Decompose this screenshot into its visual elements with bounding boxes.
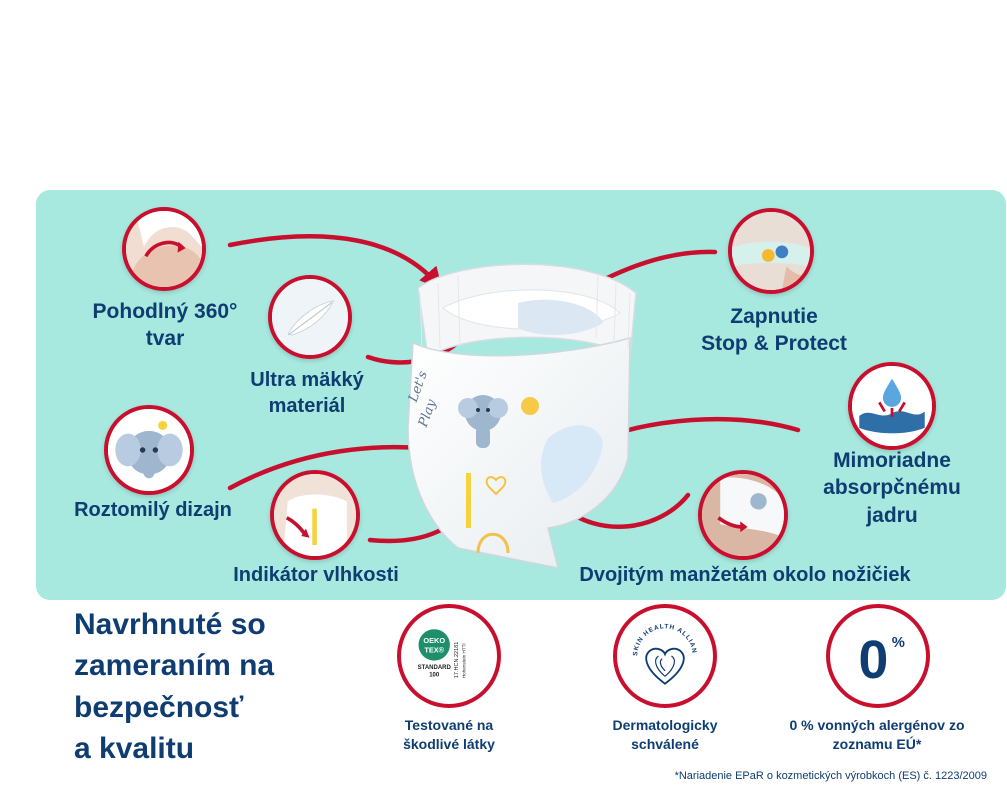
heart-fingerprint-icon bbox=[645, 647, 685, 685]
fragrance-free-badge: 0 % bbox=[826, 604, 930, 708]
skin-health-badge: SKIN HEALTH ALLIANCE bbox=[613, 603, 717, 708]
feature-wetness-label: Indikátor vlhkosti bbox=[233, 564, 399, 586]
design-image bbox=[104, 405, 194, 495]
svg-text:100: 100 bbox=[429, 672, 440, 678]
svg-text:TEX®: TEX® bbox=[424, 645, 444, 654]
zero-value: 0 bbox=[859, 631, 889, 690]
droplet-icon bbox=[882, 378, 902, 407]
fastening-image bbox=[728, 208, 814, 294]
soft-material-image bbox=[268, 275, 352, 359]
feature-absorbent-label: Mimoriadne absorpčnému jadru bbox=[823, 449, 961, 527]
leg-cuffs-image bbox=[698, 470, 788, 560]
feature-cuffs-label: Dvojitým manžetám okolo nožičiek bbox=[579, 564, 911, 586]
regulation-footnote: *Nariadenie EPaR o kozmetických výrobkoc… bbox=[674, 770, 987, 782]
svg-text:17.HCN.22181: 17.HCN.22181 bbox=[454, 642, 460, 679]
feature-design-label: Roztomilý dizajn bbox=[74, 499, 232, 521]
percent-sign: % bbox=[892, 635, 905, 651]
skin-health-caption: Dermatologicky schválené bbox=[612, 717, 718, 752]
diaper-product-image: Let's Play bbox=[398, 248, 642, 569]
svg-text:Hohenstein HTTI: Hohenstein HTTI bbox=[462, 643, 467, 678]
fragrance-free-caption: 0 % vonných alergénov zo zoznamu EÚ* bbox=[789, 717, 965, 752]
oekotex-logo-text: OEKO bbox=[423, 636, 445, 645]
oekotex-badge: OEKO TEX® STANDARD 100 17.HCN.22181 Hohe… bbox=[397, 604, 501, 708]
absorbent-core-image bbox=[848, 362, 936, 450]
feature-fit360-label: Pohodlný 360° tvar bbox=[92, 300, 238, 351]
safety-headline: Navrhnuté so zameraním na bezpečnosť a k… bbox=[74, 608, 275, 766]
wetness-indicator-image bbox=[270, 470, 360, 560]
fit360-image bbox=[122, 207, 206, 291]
feature-soft-label: Ultra mäkký materiál bbox=[250, 369, 364, 417]
oekotex-caption: Testované na škodlivé látky bbox=[403, 717, 495, 752]
svg-text:STANDARD: STANDARD bbox=[418, 665, 452, 671]
feature-fastening-label: Zapnutie Stop & Protect bbox=[701, 305, 847, 356]
